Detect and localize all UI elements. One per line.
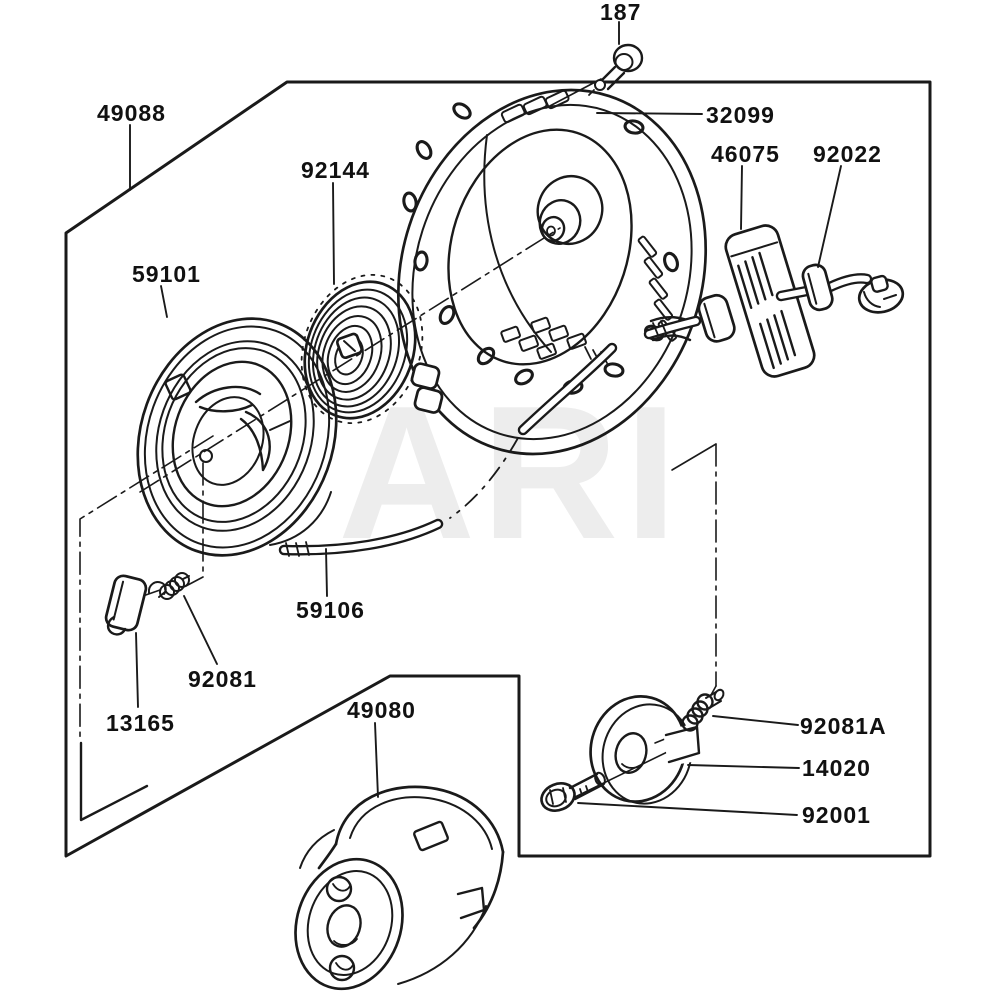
part-label-59106[interactable]: 59106 — [296, 597, 365, 623]
leader-92081 — [183, 595, 218, 665]
part-92001-bolt-drawing — [540, 771, 606, 812]
leader-92081A — [712, 715, 799, 726]
housing-center-hub — [536, 175, 604, 245]
assembly-boundary-outline — [64, 80, 932, 858]
leader-32099 — [596, 112, 703, 115]
leader-92001 — [577, 802, 798, 816]
housing-vent-slots-bottom — [500, 316, 587, 360]
part-label-92022[interactable]: 92022 — [813, 141, 882, 167]
leader-lines — [129, 21, 842, 816]
part-92022-bushing-drawing — [801, 263, 834, 312]
leader-92144 — [332, 182, 335, 285]
part-46075-grip-drawing — [643, 224, 905, 378]
part-label-14020[interactable]: 14020 — [802, 755, 871, 781]
leader-13165 — [135, 632, 139, 708]
part-label-13165[interactable]: 13165 — [106, 710, 175, 736]
part-187-bolt-drawing — [588, 43, 644, 96]
housing-bolt-holes — [402, 102, 679, 395]
part-label-92081A[interactable]: 92081A — [800, 713, 887, 739]
part-14020-guide-drawing — [589, 695, 704, 805]
part-label-46075[interactable]: 46075 — [711, 141, 780, 167]
part-59106-rope-drawing — [278, 342, 618, 557]
part-32099-housing-drawing — [396, 88, 708, 456]
leader-59101 — [160, 285, 168, 318]
part-92081A-spring-drawing — [681, 688, 725, 732]
part-label-92081[interactable]: 92081 — [188, 666, 257, 692]
leader-46075 — [740, 165, 743, 230]
leader-14020 — [687, 764, 800, 769]
part-92144-spiral-spring-drawing — [300, 273, 444, 425]
leader-92022 — [817, 165, 842, 268]
part-label-32099[interactable]: 32099 — [706, 102, 775, 128]
grip-paddle — [724, 224, 816, 378]
part-label-49080[interactable]: 49080 — [347, 697, 416, 723]
part-label-49088[interactable]: 49088 — [97, 100, 166, 126]
part-13165-pawl-drawing — [104, 574, 167, 636]
part-59101-reel-drawing — [136, 317, 338, 557]
housing-vent-slots-top — [500, 89, 570, 124]
part-49080-cup-drawing — [294, 785, 505, 991]
leader-59106 — [325, 548, 328, 597]
part-label-92144[interactable]: 92144 — [301, 157, 370, 183]
part-label-92001[interactable]: 92001 — [802, 802, 871, 828]
part-label-59101[interactable]: 59101 — [132, 261, 201, 287]
part-92081-spring-drawing — [158, 572, 190, 600]
part-number-labels: 187 49088 32099 46075 92022 92144 59101 … — [97, 0, 887, 828]
part-label-187[interactable]: 187 — [600, 0, 641, 25]
leader-49080 — [374, 722, 379, 798]
